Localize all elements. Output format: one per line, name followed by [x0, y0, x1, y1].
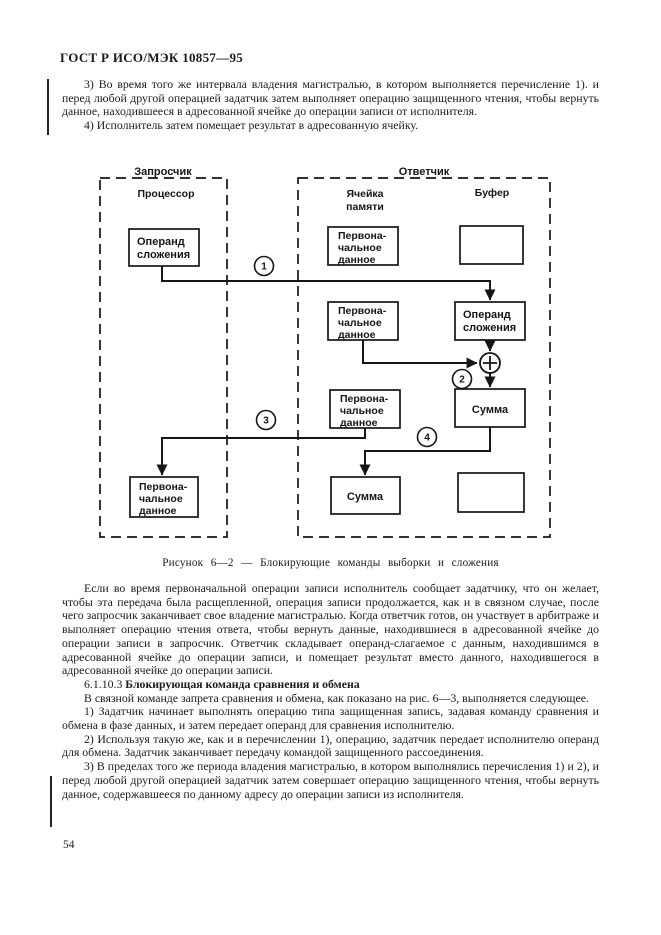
section-title: Блокирующая команда сравнения и обмена	[125, 676, 360, 691]
box-sum-memory: Сумма	[330, 476, 401, 515]
requester-title: Запросчик	[134, 166, 192, 178]
paragraph-item1: 1) Задатчик начинает выполнять операцию …	[62, 704, 599, 733]
svg-text:3: 3	[263, 416, 269, 427]
box-operand-addition-buffer: Операнд сложения	[454, 301, 526, 341]
box-initial-data-memory-2: Первона- чальное данное	[327, 301, 399, 341]
svg-text:Операнд: Операнд	[463, 309, 511, 321]
svg-text:данное: данное	[139, 505, 177, 517]
paragraph-item4-top: 4) Исполнитель затем помещает результат …	[84, 118, 419, 133]
svg-text:Первона-: Первона-	[139, 481, 188, 493]
memory-cell-label-line2: памяти	[346, 201, 384, 213]
connector-step3	[156, 428, 366, 476]
svg-text:чальное: чальное	[338, 242, 382, 254]
box-initial-data-requester: Первона- чальное данное	[129, 476, 199, 518]
step-circle-2: 2	[451, 368, 473, 390]
change-bar-bottom	[50, 776, 52, 827]
svg-text:чальное: чальное	[340, 405, 384, 417]
figure-6-2-diagram: Запросчик Ответчик Процессор Ячейка памя…	[99, 166, 551, 538]
paragraph-split-write: Если во время первоначальной операции за…	[62, 581, 599, 678]
connector-step1	[161, 266, 496, 301]
responder-title: Ответчик	[399, 166, 450, 178]
buffer-label: Буфер	[475, 187, 509, 199]
paragraph-item3-top: 3) Во время того же интервала владения м…	[62, 77, 599, 119]
responder-dashed-box	[297, 177, 551, 538]
svg-text:Операнд: Операнд	[137, 236, 185, 248]
step-circle-1: 1	[253, 255, 275, 277]
svg-text:сложения: сложения	[137, 249, 190, 261]
text-column-top: 3) Во время того же интервала владения м…	[62, 77, 599, 133]
connector-step4	[359, 427, 491, 476]
paragraph-item3-bottom: 3) В пределах того же периода владения м…	[62, 759, 599, 801]
svg-text:чальное: чальное	[139, 493, 183, 505]
svg-text:Первона-: Первона-	[340, 393, 389, 405]
box-initial-data-memory-1: Первона- чальное данное	[327, 226, 399, 266]
processor-label: Процессор	[137, 188, 194, 200]
svg-text:данное: данное	[340, 417, 378, 429]
adder-plus-icon	[479, 352, 501, 374]
step-circle-3: 3	[255, 409, 277, 431]
page-number: 54	[63, 839, 75, 851]
text-column-bottom: Если во время первоначальной операции за…	[62, 581, 599, 801]
svg-text:Сумма: Сумма	[347, 491, 384, 503]
paragraph-intro-compare: В связной команде запрета сравнения и об…	[84, 690, 589, 705]
box-initial-data-memory-3: Первона- чальное данное	[329, 389, 401, 429]
svg-text:1: 1	[261, 262, 267, 273]
svg-text:2: 2	[459, 375, 465, 386]
box-buffer-empty-1	[459, 225, 524, 265]
svg-text:Первона-: Первона-	[338, 305, 387, 317]
section-heading: 6.1.10.3 Блокирующая команда сравнения и…	[62, 676, 599, 692]
svg-text:чальное: чальное	[338, 317, 382, 329]
page-header: ГОСТ Р ИСО/МЭК 10857—95	[60, 50, 244, 65]
requester-dashed-box	[99, 177, 228, 538]
change-bar-top	[47, 79, 49, 135]
svg-text:Первона-: Первона-	[338, 230, 387, 242]
section-number: 6.1.10.3	[84, 676, 123, 691]
svg-text:сложения: сложения	[463, 322, 516, 334]
box-operand-addition-requester: Операнд сложения	[128, 228, 200, 267]
svg-text:Сумма: Сумма	[472, 404, 509, 416]
memory-cell-label-line1: Ячейка	[346, 188, 383, 200]
svg-text:данное: данное	[338, 254, 376, 266]
svg-text:4: 4	[424, 433, 430, 444]
step-circle-4: 4	[416, 426, 438, 448]
paragraph-item2: 2) Используя такую же, как и в перечисле…	[62, 731, 599, 760]
connector-data-to-adder	[362, 340, 478, 369]
box-buffer-empty-2	[457, 472, 525, 513]
figure-caption: Рисунок 6—2 — Блокирующие команды выборк…	[162, 557, 499, 569]
box-sum-buffer: Сумма	[454, 388, 526, 428]
svg-text:данное: данное	[338, 329, 376, 341]
